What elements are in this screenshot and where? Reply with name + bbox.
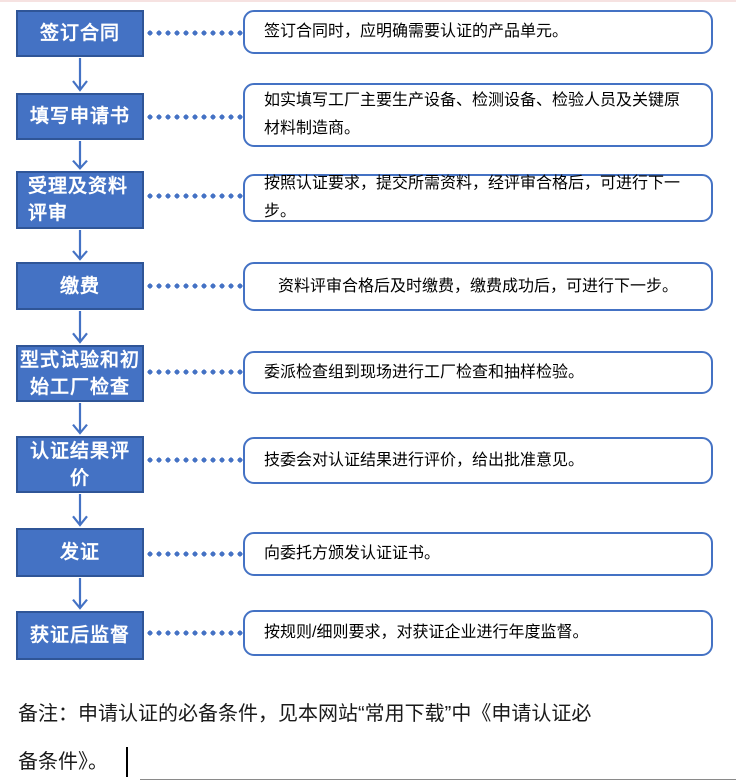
dotted-connector bbox=[146, 457, 243, 463]
dotted-connector bbox=[146, 630, 243, 636]
text-cursor bbox=[126, 747, 128, 777]
step-box-post-cert-supervision: 获证后监督 bbox=[16, 611, 144, 660]
dotted-connector bbox=[146, 283, 243, 289]
down-arrow-icon bbox=[71, 311, 89, 344]
step-description-post-cert-supervision: 按规则/细则要求，对获证企业进行年度监督。 bbox=[243, 610, 713, 656]
dotted-connector bbox=[146, 551, 243, 557]
step-box-fill-application: 填写申请书 bbox=[16, 93, 144, 140]
page-border-line bbox=[140, 779, 736, 780]
step-box-result-evaluation: 认证结果评 价 bbox=[16, 436, 144, 493]
step-description-payment: 资料评审合格后及时缴费，缴费成功后，可进行下一步。 bbox=[243, 262, 713, 311]
down-arrow-icon bbox=[71, 403, 89, 435]
down-arrow-icon bbox=[71, 494, 89, 527]
down-arrow-icon bbox=[71, 58, 89, 92]
step-description-type-test-factory-inspection: 委派检查组到现场进行工厂检查和抽样检验。 bbox=[243, 351, 713, 394]
step-description-issue-certificate: 向委托方颁发认证证书。 bbox=[243, 532, 713, 576]
step-description-acceptance-review: 按照认证要求，提交所需资料，经评审合格后，可进行下一步。 bbox=[243, 174, 713, 222]
step-box-type-test-factory-inspection: 型式试验和初 始工厂检查 bbox=[16, 345, 144, 402]
step-box-issue-certificate: 发证 bbox=[16, 528, 144, 577]
step-box-acceptance-review: 受理及资料 评审 bbox=[16, 171, 144, 229]
step-box-payment: 缴费 bbox=[16, 262, 144, 310]
dotted-connector bbox=[146, 369, 243, 375]
dotted-connector bbox=[146, 193, 243, 199]
down-arrow-icon bbox=[71, 141, 89, 170]
step-description-sign-contract: 签订合同时，应明确需要认证的产品单元。 bbox=[243, 10, 713, 54]
top-border-line bbox=[0, 0, 736, 2]
step-description-fill-application: 如实填写工厂主要生产设备、检测设备、检验人员及关键原 材料制造商。 bbox=[243, 83, 713, 147]
down-arrow-icon bbox=[71, 578, 89, 610]
note-text: 备注：申请认证的必备条件，见本网站“常用下载”中《申请认证必 备条件》。 bbox=[18, 703, 592, 773]
down-arrow-icon bbox=[71, 230, 89, 261]
dotted-connector bbox=[146, 30, 243, 36]
step-box-sign-contract: 签订合同 bbox=[16, 10, 144, 57]
dotted-connector bbox=[146, 114, 243, 120]
step-description-result-evaluation: 技委会对认证结果进行评价，给出批准意见。 bbox=[243, 437, 713, 484]
